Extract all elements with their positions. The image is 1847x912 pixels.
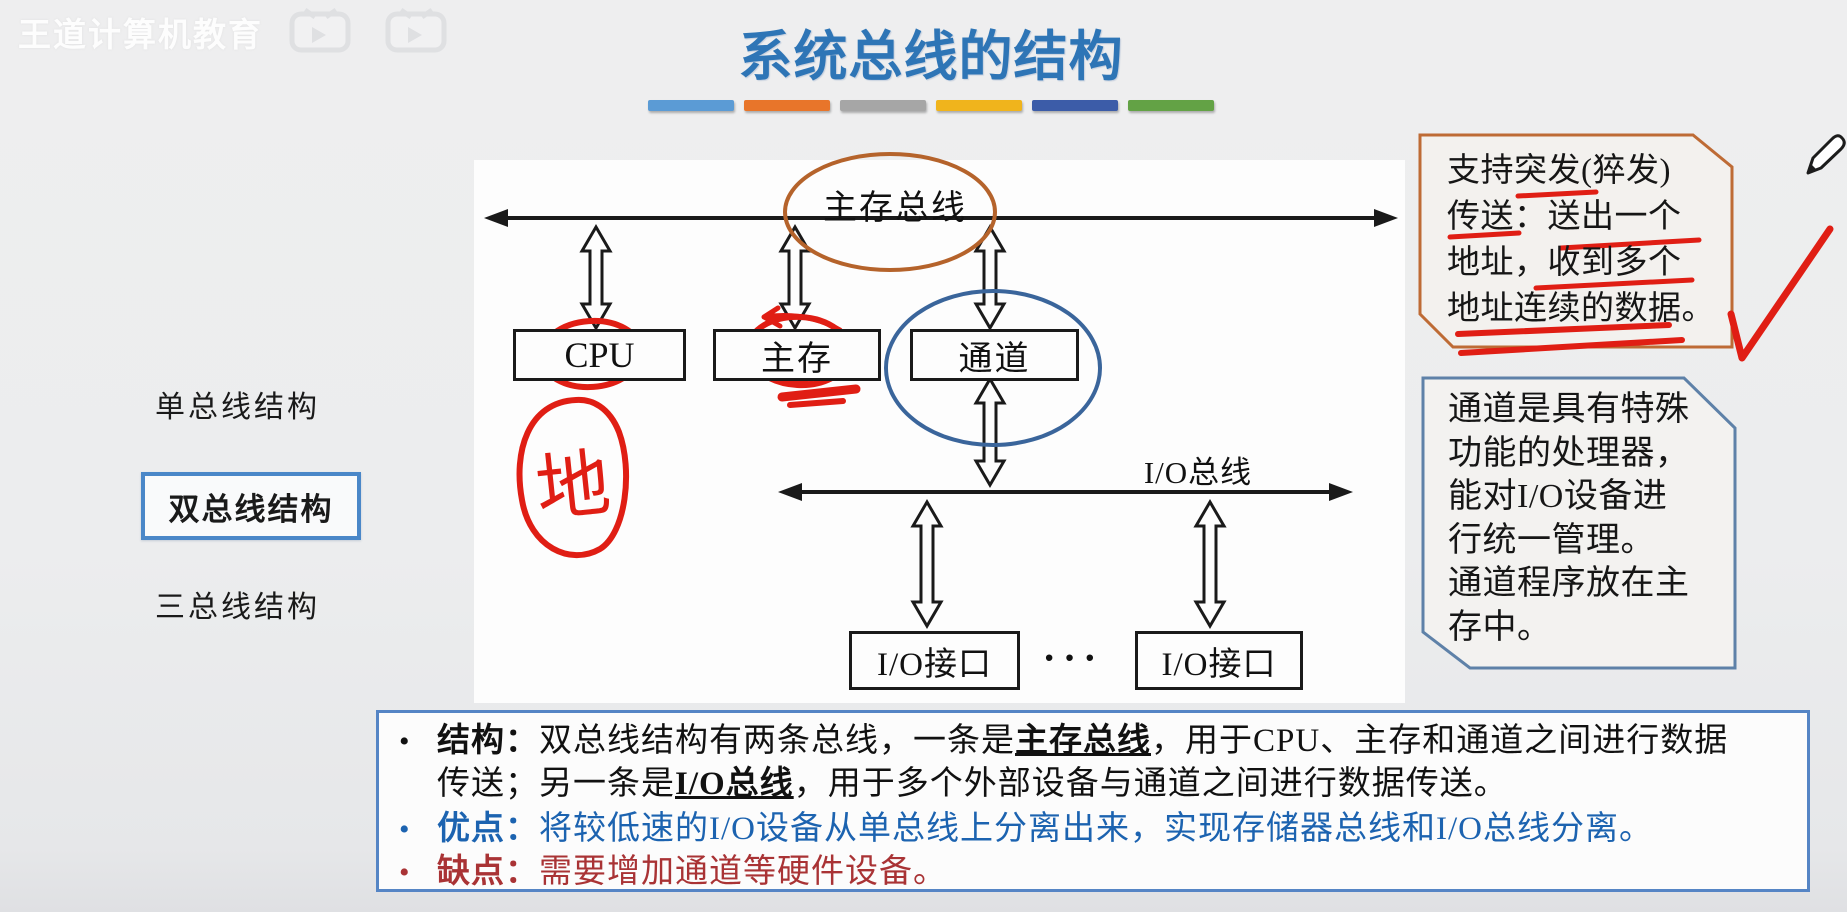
- nav-item-single-bus: 单总线结构: [155, 391, 320, 424]
- channel-callout-frame: [1421, 376, 1737, 670]
- summary-text-disadvantage: 缺点：需要增加通道等硬件设备。: [437, 854, 947, 890]
- accent-bar: [648, 100, 734, 111]
- summary-text-advantage: 优点：将较低速的I/O设备从单总线上分离出来，实现存储器总线和I/O总线分离。: [437, 811, 1653, 847]
- cpu-box: CPU: [513, 329, 686, 381]
- nav-item-double-bus-active: 双总线结构: [141, 472, 361, 540]
- channel-callout-text: 通道是具有特殊 功能的处理器， 能对I/O设备进 行统一管理。 通道程序放在主 …: [1448, 391, 1690, 646]
- bullet-dot: •: [399, 856, 410, 889]
- summary-bullet-structure: • 结构：双总线结构有两条总线，一条是主存总线，用于CPU、主存和通道之间进行数…: [395, 720, 1797, 806]
- summary-bullet-advantage: • 优点：将较低速的I/O设备从单总线上分离出来，实现存储器总线和I/O总线分离…: [395, 808, 1797, 851]
- accent-bar: [840, 100, 926, 111]
- main-memory-box: 主存: [713, 329, 881, 381]
- nav-item-triple-bus: 三总线结构: [155, 591, 320, 624]
- pencil-cursor-icon: [1806, 134, 1846, 175]
- handwritten-di-char: 地: [532, 443, 614, 532]
- bullet-dot: •: [399, 725, 410, 758]
- io-interface-box-1: I/O接口: [849, 631, 1020, 690]
- burst-callout-frame: [1418, 133, 1734, 349]
- accent-bars: [648, 100, 1214, 111]
- summary-text-structure: 结构：双总线结构有两条总线，一条是主存总线，用于CPU、主存和通道之间进行数据 …: [437, 723, 1729, 802]
- summary-bullet-disadvantage: • 缺点：需要增加通道等硬件设备。: [395, 851, 1797, 894]
- io-bus-label: I/O总线: [1143, 455, 1253, 490]
- io-bus-line: [778, 483, 1353, 501]
- memory-bus-label: 主存总线: [823, 190, 967, 227]
- accent-bar: [744, 100, 830, 111]
- channel-ellipse: [884, 289, 1102, 447]
- accent-bar: [1032, 100, 1118, 111]
- bullet-dot: •: [399, 813, 410, 846]
- bilibili-logo-icon: [289, 7, 447, 53]
- burst-callout-text: 支持突发(猝发) 传送：送出一个 地址，收到多个 地址连续的数据。: [1447, 153, 1715, 327]
- diagram-panel: [474, 160, 1405, 703]
- summary-box: • 结构：双总线结构有两条总线，一条是主存总线，用于CPU、主存和通道之间进行数…: [376, 710, 1810, 892]
- channel-box: 通道: [910, 329, 1079, 381]
- memory-bus-ellipse: [783, 152, 997, 272]
- memory-bus-line: [484, 209, 1398, 227]
- page-title: 系统总线的结构: [738, 27, 1124, 87]
- accent-bar: [1128, 100, 1214, 111]
- brand-watermark: 王道计算机教育: [18, 16, 263, 53]
- double-arrows: [579, 224, 1227, 629]
- ellipsis-dots: ···: [1042, 635, 1104, 680]
- io-interface-box-2: I/O接口: [1135, 631, 1303, 690]
- accent-bar: [936, 100, 1022, 111]
